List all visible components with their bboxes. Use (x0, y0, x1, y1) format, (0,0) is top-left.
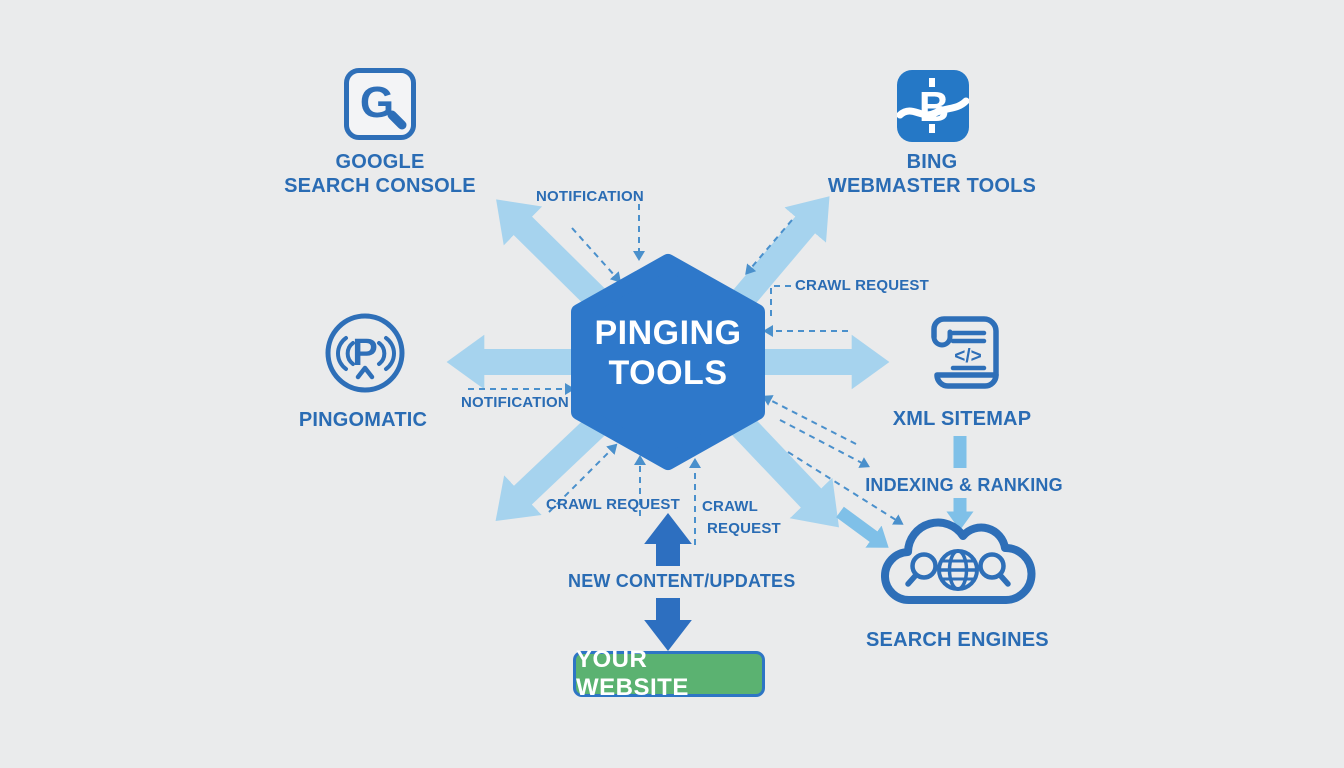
pingomatic-icon: P (323, 311, 407, 395)
crawl-request-b2-line1: CRAWL (702, 498, 758, 515)
globe-icon (937, 549, 979, 591)
magnifier-right-icon (978, 552, 1011, 587)
bing-webmaster-icon: B (897, 70, 969, 142)
signal-waves-icon (335, 336, 397, 371)
new-content-label: NEW CONTENT/UPDATES (568, 571, 796, 591)
bing-webmaster-label: BING WEBMASTER TOOLS (812, 150, 1052, 199)
bing-label-line1: BING (906, 151, 958, 173)
crawl-request-right-label: CRAWL REQUEST (795, 277, 929, 294)
notification-left-label: NOTIFICATION (461, 394, 569, 411)
crawl-request-bottom-left-label: CRAWL REQUEST (546, 496, 680, 513)
google-g-letter: G (360, 78, 394, 127)
pingomatic-label: PINGOMATIC (298, 409, 428, 431)
bing-label-line2: WEBMASTER TOOLS (827, 175, 1037, 198)
pinging-tools-hexagon (571, 254, 765, 470)
xml-sitemap-label: XML SITEMAP (892, 408, 1032, 430)
code-glyph: </> (954, 346, 981, 367)
indexing-ranking-label: INDEXING & RANKING (865, 475, 1063, 495)
your-website-label: YOUR WEBSITE (576, 646, 689, 701)
bing-wave-icon (897, 97, 969, 119)
google-search-console-label: GOOGLE SEARCH CONSOLE (280, 150, 480, 199)
notification-top-label: NOTIFICATION (536, 188, 644, 205)
caret-icon (355, 365, 375, 380)
pinging-tools-title-line1: PINGING (594, 314, 742, 352)
google-label-line1: GOOGLE (335, 151, 425, 173)
magnifier-left-icon (905, 552, 938, 587)
crawl-request-b2-line2: REQUEST (707, 519, 781, 537)
search-engines-label: SEARCH ENGINES (866, 629, 1049, 651)
pinging-tools-title-line2: TOOLS (608, 354, 728, 393)
magnifier-handle-icon (387, 110, 407, 130)
google-label-line2: SEARCH CONSOLE (284, 175, 476, 198)
xml-sitemap-icon: </> (912, 305, 1012, 405)
pinging-tools-title: PINGING TOOLS (578, 313, 758, 393)
crawl-request-bottom-center-label: CRAWL REQUEST (702, 496, 781, 540)
your-website-button: YOUR WEBSITE (573, 646, 765, 701)
search-engines-icon (868, 498, 1048, 618)
google-search-console-icon: G (344, 68, 416, 140)
